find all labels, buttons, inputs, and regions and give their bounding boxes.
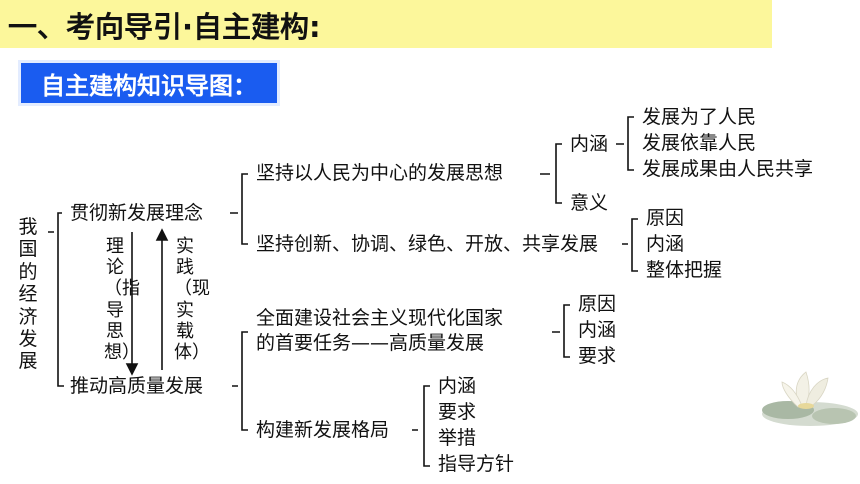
neihan-bracket (616, 116, 634, 171)
practice-label: 实践（现实载体） (174, 236, 210, 364)
branch2-sub2-item: 内涵 (438, 375, 477, 397)
branch2-sub2-item: 举措 (438, 427, 477, 449)
branch1-bracket (230, 173, 248, 245)
sub1-yiyi-node: 意义 (570, 192, 609, 214)
branch2-sub1-line1: 全面建设社会主义现代化国家 (256, 307, 504, 329)
sub1-neihan-node: 内涵 (570, 133, 609, 155)
down-arrow-head (125, 363, 139, 376)
branch2-node: 推动高质量发展 (70, 375, 204, 397)
branch1-sub2-item: 整体把握 (646, 259, 723, 281)
theory-label: 理论（指导思想） (104, 236, 140, 364)
branch2-sub1-bracket (552, 304, 570, 358)
root-node: 我国的经济发展 (18, 216, 38, 373)
lotus-decoration (762, 371, 858, 426)
root-bracket (48, 212, 64, 387)
branch2-sub2-item: 要求 (438, 401, 477, 423)
branch1-node: 贯彻新发展理念 (70, 202, 204, 224)
branch1-sub2-item: 原因 (646, 207, 685, 229)
branch1-sub1-node: 坚持以人民为中心的发展思想 (256, 162, 504, 184)
neihan-item: 发展依靠人民 (642, 132, 757, 154)
branch2-sub2-item: 指导方针 (438, 453, 515, 475)
branch2-sub2-node: 构建新发展格局 (256, 419, 390, 441)
sub1-bracket (540, 143, 562, 204)
branch2-sub1-item: 内涵 (578, 319, 617, 341)
branch2-sub2-bracket (412, 385, 430, 467)
branch1-sub2-node: 坚持创新、协调、绿色、开放、共享发展 (256, 233, 599, 255)
neihan-item: 发展成果由人民共享 (642, 158, 814, 180)
mindmap-badge: 自主建构知识导图： (18, 60, 280, 106)
branch1-sub2-item: 内涵 (646, 233, 685, 255)
branch2-sub1-line2: 的首要任务——高质量发展 (256, 332, 485, 354)
neihan-item: 发展为了人民 (642, 106, 757, 128)
section-title: 一、考向导引·自主建构: (8, 10, 321, 44)
branch2-bracket (232, 331, 248, 431)
branch2-sub1-item: 原因 (578, 293, 617, 315)
up-arrow-head (155, 228, 169, 241)
branch1-sub2-bracket (622, 218, 638, 272)
branch2-sub1-item: 要求 (578, 345, 617, 367)
section-header-banner: 一、考向导引·自主建构: (0, 0, 772, 48)
